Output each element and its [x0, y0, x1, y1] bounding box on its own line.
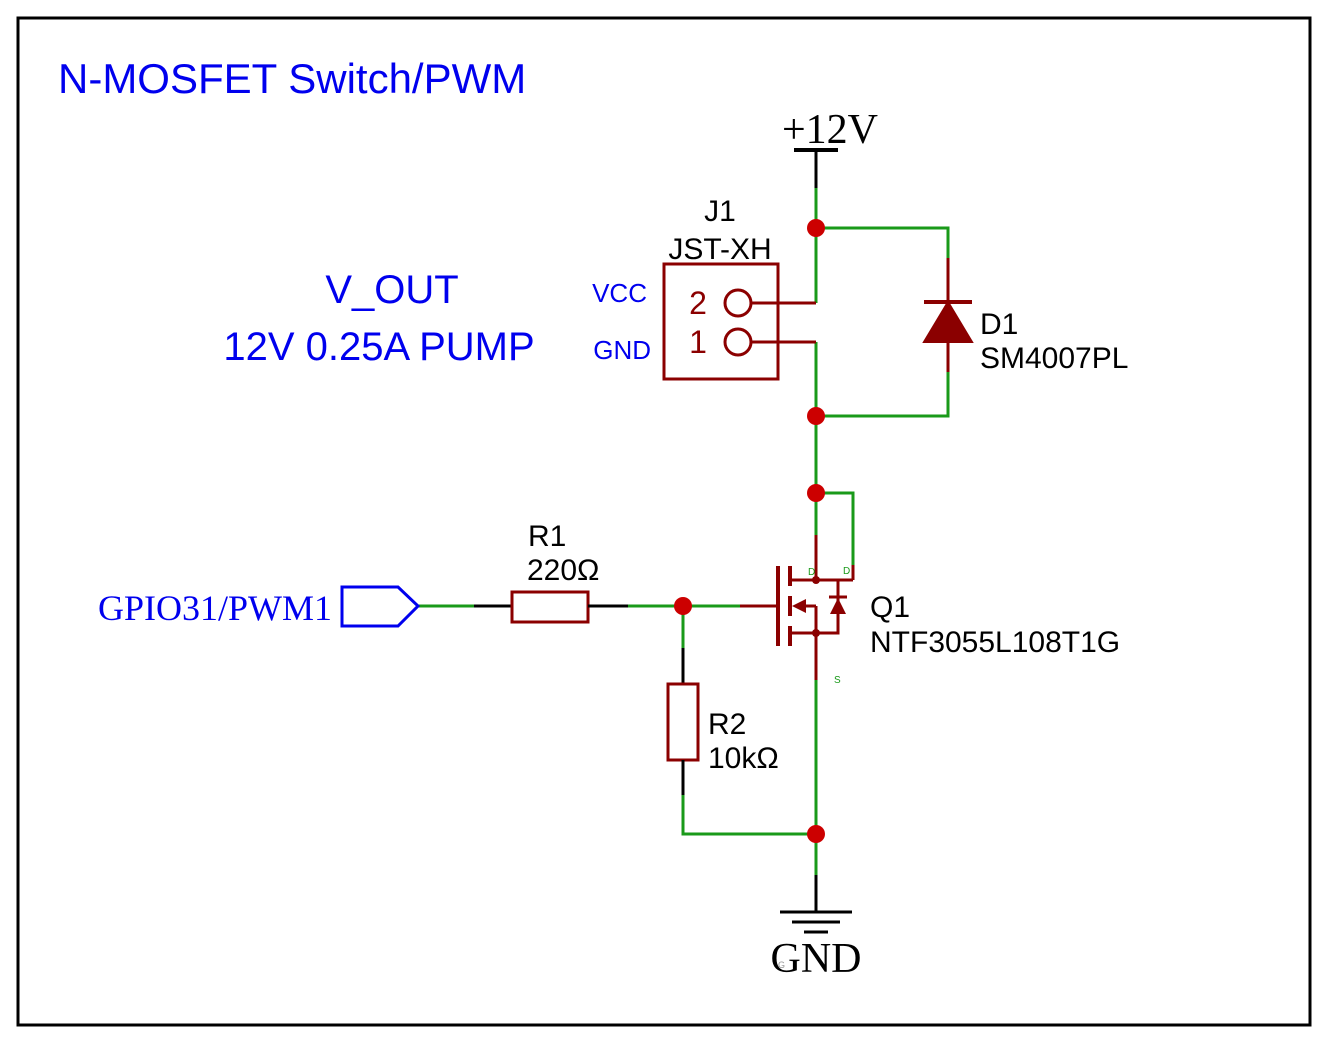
- mosfet-junction-source: [812, 629, 820, 637]
- diode-value: SM4007PL: [980, 342, 1128, 375]
- junction-dot: [807, 825, 825, 843]
- input-port-label: GPIO31/PWM1: [98, 588, 332, 628]
- junction-dot: [674, 597, 692, 615]
- resistor-r1-body: [510, 590, 590, 624]
- mosfet-arrow: [792, 599, 806, 613]
- connector-body: [662, 262, 780, 381]
- wire-diode-anode: [816, 372, 950, 418]
- wire-r2-ground: [681, 795, 816, 836]
- mosfet-ref: Q1: [870, 591, 910, 624]
- resistor-r1-value: 220Ω: [527, 554, 599, 587]
- mosfet-pin-d2: D: [843, 566, 850, 577]
- mosfet-pin-d1: D: [808, 567, 815, 578]
- connector-ref: J1: [704, 195, 736, 228]
- resistor-r2-value: 10kΩ: [708, 742, 779, 775]
- connector-pin1-name: GND: [593, 335, 651, 365]
- resistor-r1-ref: R1: [528, 520, 566, 553]
- diode-d1: D1 SM4007PL: [922, 258, 1128, 375]
- mosfet-value: NTF3055L108T1G: [870, 626, 1120, 659]
- wire-diode-cathode: [816, 226, 950, 258]
- ground-label: GND: [771, 936, 862, 982]
- power-12v-symbol: +12V: [782, 107, 878, 188]
- diode-ref: D1: [980, 308, 1018, 341]
- wire-drain-loop: [816, 491, 855, 565]
- mosfet-body-diode-triangle: [830, 598, 846, 614]
- sheet-frame: [16, 16, 1312, 1027]
- connector-pin2-name: VCC: [592, 278, 647, 308]
- ground-symbol: [780, 875, 852, 934]
- connector-pin1-number: 1: [689, 324, 707, 360]
- input-port-gpio31: GPIO31/PWM1: [98, 585, 421, 628]
- vout-note-line2: 12V 0.25A PUMP: [223, 325, 534, 369]
- diode-triangle: [922, 300, 974, 343]
- resistor-r2-body: [666, 682, 700, 762]
- resistor-r1: R1 220Ω: [474, 520, 628, 624]
- mosfet-pin-s: S: [834, 675, 841, 686]
- mosfet-junction-drain: [812, 576, 820, 584]
- connector-j1: J1 JST-XH 2 VCC 1 GND: [592, 195, 816, 381]
- resistor-r2: R2 10kΩ: [666, 648, 779, 795]
- connector-pin2-number: 2: [689, 285, 707, 321]
- vout-note-line1: V_OUT: [325, 268, 458, 312]
- connector-value: JST-XH: [668, 233, 771, 266]
- junction-dot: [807, 484, 825, 502]
- power-12v-label: +12V: [782, 107, 878, 153]
- junctions: [674, 219, 825, 843]
- ground-tiny-label: G: [778, 960, 785, 970]
- resistor-r2-ref: R2: [708, 708, 746, 741]
- junction-dot: [807, 219, 825, 237]
- sheet-title: N-MOSFET Switch/PWM: [58, 55, 526, 102]
- input-port-shape: [340, 585, 421, 628]
- junction-dot: [807, 407, 825, 425]
- wires: [418, 188, 950, 875]
